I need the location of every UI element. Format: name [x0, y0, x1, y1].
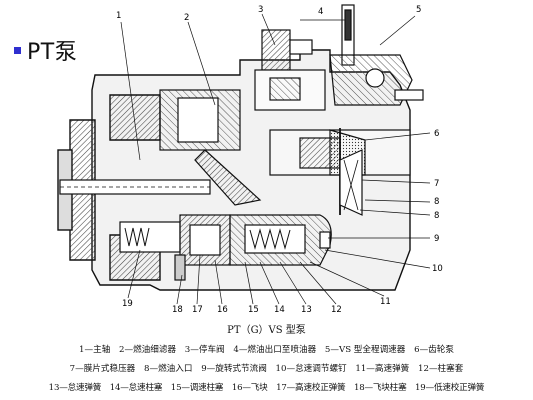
callout-15: 15: [248, 305, 259, 315]
legend-item: 3—停车阀: [184, 345, 225, 355]
pump-cross-section-diagram: 1 2 3 4 5 6 7 8 8 9 10 11 12 13 14 15 16…: [57, 4, 443, 315]
legend-item: 10—怠速调节螺钉: [275, 364, 347, 374]
diagram-caption: PT（G）VS 型泵: [227, 325, 306, 336]
callout-6: 6: [434, 129, 439, 139]
callout-13: 13: [301, 305, 312, 315]
main-shaft: [59, 179, 211, 195]
callout-10: 10: [432, 264, 443, 274]
title-bullet-icon: [14, 46, 21, 54]
callout-7: 7: [434, 179, 439, 189]
callout-14: 14: [274, 305, 285, 315]
callout-18: 18: [172, 305, 183, 315]
legend-row-1: 1—主轴 2—燃油细滤器 3—停车阀 4—燃油出口至喷油器 5—VS 型全程调速…: [0, 343, 533, 355]
pulsation-damper: [339, 149, 363, 216]
legend-item: 9—旋转式节流阀: [201, 364, 267, 374]
callout-1: 1: [116, 11, 121, 21]
throttle-and-governor-lower: [229, 214, 332, 266]
legend-item: 12—柱塞套: [418, 364, 464, 374]
legend-item: 5—VS 型全程调速器: [324, 345, 406, 355]
legend-item: 19—低速校正弹簧: [415, 383, 485, 393]
callout-2: 2: [184, 13, 189, 23]
callout-11: 11: [380, 297, 391, 307]
legend-item: 6—齿轮泵: [414, 345, 454, 355]
callout-5: 5: [416, 5, 421, 15]
legend-item: 7—膜片式稳压器: [69, 364, 136, 374]
shutoff-valve-assembly: [254, 29, 326, 111]
legend-item: 16—飞块: [231, 383, 268, 393]
legend-item: 4—燃油出口至喷油器: [233, 345, 317, 355]
callout-8: 8: [434, 197, 439, 207]
legend-item: 1—主轴: [79, 345, 111, 355]
legend-row-3: 13—怠速弹簧 14—怠速柱塞 15—调速柱塞 16—飞块 17—高速校正弹簧 …: [0, 381, 533, 393]
flyweight-governor: [119, 214, 231, 281]
callout-19: 19: [122, 299, 133, 309]
legend-item: 15—调速柱塞: [170, 383, 224, 393]
callout-8b: 8: [434, 211, 439, 221]
callout-lines: [120, 13, 431, 305]
title-text: PT泵: [27, 40, 78, 65]
callout-numbers: 1 2 3 4 5 6 7 8 8 9 10 11 12 13 14 15 16…: [116, 5, 443, 315]
callout-12: 12: [331, 305, 342, 315]
callout-9: 9: [434, 234, 439, 244]
vs-governor: [329, 4, 424, 106]
legend-item: 17—高速校正弹簧: [276, 383, 346, 393]
legend-item: 2—燃油细滤器: [119, 345, 177, 355]
legend-item: 8—燃油入口: [144, 364, 193, 374]
slide-title: PT泵: [14, 34, 77, 66]
legend-row-2: 7—膜片式稳压器 8—燃油入口 9—旋转式节流阀 10—怠速调节螺钉 11—高速…: [0, 362, 533, 374]
callout-3: 3: [258, 5, 263, 15]
callout-4: 4: [318, 7, 323, 17]
legend-item: 13—怠速弹簧: [48, 383, 102, 393]
legend-item: 14—怠速柱塞: [109, 383, 163, 393]
legend-item: 18—飞块柱塞: [353, 383, 407, 393]
callout-17: 17: [192, 305, 203, 315]
callout-16: 16: [217, 305, 228, 315]
fuel-filter: [159, 89, 262, 206]
legend-item: 11—高速弹簧: [355, 364, 410, 374]
